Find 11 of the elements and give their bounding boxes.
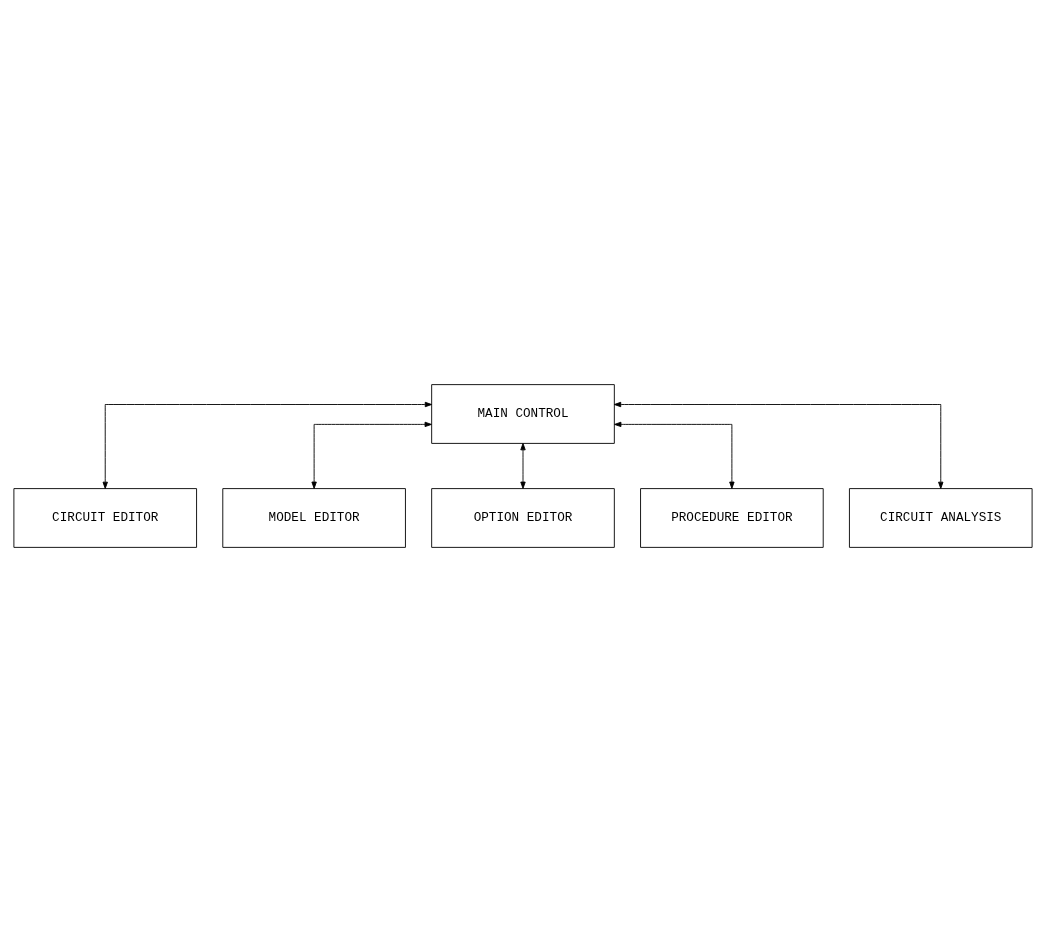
node-box: PROCEDURE EDITOR: [640, 488, 824, 548]
arrow: [614, 421, 735, 489]
node-box: OPTION EDITOR: [431, 488, 615, 548]
arrow: [102, 401, 433, 489]
node-box: CIRCUIT EDITOR: [13, 488, 197, 548]
node-box: MODEL EDITOR: [222, 488, 406, 548]
arrow: [613, 401, 944, 489]
arrow: [311, 421, 432, 489]
node-box: CIRCUIT ANALYSIS: [849, 488, 1033, 548]
arrow: [520, 443, 526, 489]
node-box: MAIN CONTROL: [431, 384, 615, 444]
